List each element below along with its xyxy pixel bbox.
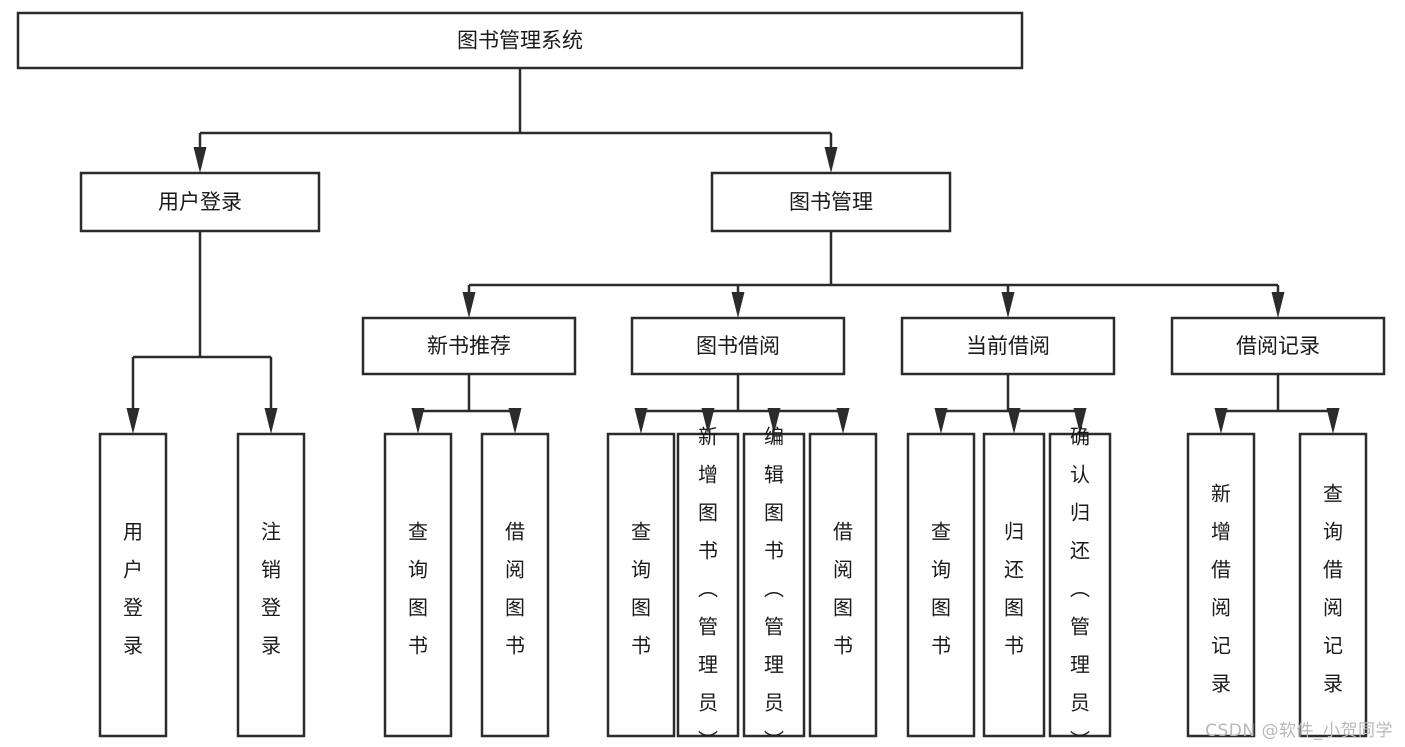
node-leaf-add-book[interactable]: 新增图书︵管理员︶	[676, 425, 740, 747]
arrow-head-icon	[264, 408, 278, 434]
arrow-head-icon	[934, 408, 948, 434]
node-new-book-rec[interactable]: 新书推荐	[361, 316, 577, 376]
node-leaf-query-book-1[interactable]: 查询图书	[383, 432, 453, 738]
arrow-head-icon	[1271, 292, 1285, 318]
connector-layer	[126, 68, 1340, 434]
connector-group	[416, 374, 517, 413]
node-box[interactable]	[1298, 432, 1368, 738]
node-leaf-add-record[interactable]: 新增借阅记录	[1186, 432, 1256, 738]
node-label: 用户登录	[158, 190, 242, 214]
node-leaf-user-login[interactable]: 用户登录	[98, 432, 168, 738]
node-book-borrow[interactable]: 图书借阅	[630, 316, 846, 376]
arrow-head-icon	[126, 408, 140, 434]
node-root[interactable]: 图书管理系统	[16, 11, 1024, 70]
arrow-head-icon	[1001, 292, 1015, 318]
node-leaf-borrow-book-2[interactable]: 借阅图书	[808, 432, 878, 738]
node-label: 当前借阅	[966, 334, 1050, 358]
node-label: 归还图书	[1004, 520, 1024, 658]
node-box[interactable]	[742, 432, 806, 738]
node-label: 查询图书	[931, 520, 951, 658]
connector-group	[467, 231, 1280, 292]
node-label: 查询图书	[631, 520, 651, 658]
arrow-head-icon	[634, 408, 648, 434]
node-leaf-query-book-3[interactable]: 查询图书	[906, 432, 976, 738]
node-box[interactable]	[1186, 432, 1256, 738]
node-box[interactable]	[900, 316, 1116, 376]
arrow-head-icon	[767, 408, 781, 434]
node-label: 新增借阅记录	[1211, 482, 1231, 696]
connector-group	[198, 68, 833, 147]
node-label: 注销登录	[261, 520, 281, 658]
node-label: 新增图书︵管理员︶	[698, 425, 718, 747]
node-box[interactable]	[361, 316, 577, 376]
node-box[interactable]	[630, 316, 846, 376]
node-label: 查询图书	[408, 520, 428, 658]
arrow-head-icon	[411, 408, 425, 434]
node-box[interactable]	[383, 432, 453, 738]
node-label: 用户登录	[123, 520, 143, 658]
node-box[interactable]	[676, 432, 740, 738]
node-book-manage[interactable]: 图书管理	[710, 171, 952, 233]
node-label: 新书推荐	[427, 334, 511, 358]
connector-group	[639, 374, 845, 413]
node-layer: 图书管理系统用户登录图书管理新书推荐图书借阅当前借阅借阅记录用户登录注销登录查询…	[16, 11, 1386, 747]
arrow-head-icon	[1007, 408, 1021, 434]
node-box[interactable]	[982, 432, 1046, 738]
node-box[interactable]	[79, 171, 321, 233]
node-box[interactable]	[906, 432, 976, 738]
node-box[interactable]	[16, 11, 1024, 70]
node-label: 图书管理	[789, 190, 873, 214]
node-leaf-query-record[interactable]: 查询借阅记录	[1298, 432, 1368, 738]
node-borrow-record[interactable]: 借阅记录	[1170, 316, 1386, 376]
node-label: 借阅图书	[505, 520, 525, 658]
arrow-head-icon	[1326, 408, 1340, 434]
arrow-head-icon	[193, 147, 207, 173]
node-label: 图书借阅	[696, 334, 780, 358]
node-label: 借阅图书	[833, 520, 853, 658]
arrow-head-icon	[462, 292, 476, 318]
arrow-head-icon	[836, 408, 850, 434]
node-box[interactable]	[480, 432, 550, 738]
node-box[interactable]	[1170, 316, 1386, 376]
node-leaf-return-book[interactable]: 归还图书	[982, 432, 1046, 738]
arrow-head-icon	[508, 408, 522, 434]
node-leaf-query-book-2[interactable]: 查询图书	[606, 432, 676, 738]
node-box[interactable]	[808, 432, 878, 738]
node-box[interactable]	[710, 171, 952, 233]
node-leaf-borrow-book-1[interactable]: 借阅图书	[480, 432, 550, 738]
connector-group	[939, 374, 1082, 413]
node-leaf-edit-book[interactable]: 编辑图书︵管理员︶	[742, 425, 806, 747]
arrow-head-icon	[731, 292, 745, 318]
node-box[interactable]	[98, 432, 168, 738]
arrow-head-icon	[701, 408, 715, 434]
arrow-head-icon	[824, 147, 838, 173]
node-box[interactable]	[606, 432, 676, 738]
node-leaf-confirm-return[interactable]: 确认归还︵管理员︶	[1048, 425, 1112, 747]
node-label: 编辑图书︵管理员︶	[764, 425, 784, 747]
node-current-borrow[interactable]: 当前借阅	[900, 316, 1116, 376]
connector-group	[131, 231, 273, 408]
node-box[interactable]	[1048, 432, 1112, 738]
arrow-head-icon	[1214, 408, 1228, 434]
node-box[interactable]	[236, 432, 306, 738]
node-leaf-logout[interactable]: 注销登录	[236, 432, 306, 738]
node-label: 借阅记录	[1236, 334, 1320, 358]
node-label: 确认归还︵管理员︶	[1070, 425, 1090, 747]
arrow-head-icon	[1073, 408, 1087, 434]
connector-group	[1219, 374, 1335, 413]
node-user-login[interactable]: 用户登录	[79, 171, 321, 233]
node-label: 查询借阅记录	[1323, 482, 1343, 696]
node-label: 图书管理系统	[457, 29, 583, 53]
